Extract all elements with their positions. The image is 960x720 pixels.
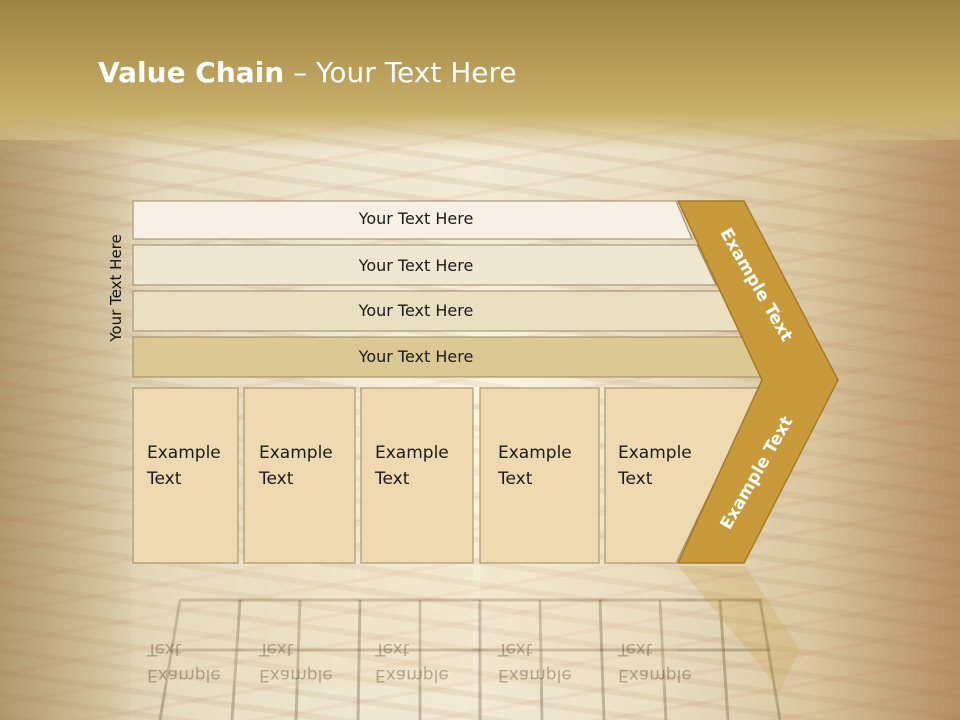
column-reflection-1-line1: Example: [147, 665, 221, 685]
column-box-5: [604, 387, 761, 564]
left-shelf-blur: [0, 140, 130, 720]
column-reflection-4-line2: Text: [498, 639, 533, 659]
column-reflection-2-line2: Text: [259, 639, 294, 659]
column-label-5-line2: Text: [618, 469, 653, 489]
chevron-arrow: [676, 200, 839, 564]
column-reflection-3-line1: Example: [375, 665, 449, 685]
right-shelf-blur: [820, 140, 960, 720]
column-box-1: [132, 387, 239, 564]
title-bold: Value Chain: [98, 56, 285, 89]
title-rest: – Your Text Here: [284, 56, 517, 89]
row-label-1: Your Text Here: [358, 209, 474, 228]
diagram-reflection: [133, 566, 800, 690]
column-label-5-line1: Example: [618, 443, 692, 463]
column-label-4-line2: Text: [498, 469, 533, 489]
column-label-2: Example Text: [259, 440, 333, 492]
column-label-2-line1: Example: [259, 443, 333, 463]
column-reflection-1: Example Text: [147, 636, 221, 688]
column-label-4-line1: Example: [498, 443, 572, 463]
column-box-4: [479, 387, 600, 564]
column-reflection-5-line1: Example: [618, 665, 692, 685]
column-label-3: Example Text: [375, 440, 449, 492]
column-box-3: [360, 387, 474, 564]
column-label-5: Example Text: [618, 440, 692, 492]
column-reflection-1-line2: Text: [147, 639, 182, 659]
row-label-3: Your Text Here: [358, 301, 474, 320]
column-label-3-line2: Text: [375, 469, 410, 489]
column-label-2-line2: Text: [259, 469, 294, 489]
row-bar-2: [132, 244, 717, 286]
column-label-1-line1: Example: [147, 443, 221, 463]
column-reflection-3-line2: Text: [375, 639, 410, 659]
column-label-3-line1: Example: [375, 443, 449, 463]
column-reflection-2: Example Text: [259, 636, 333, 688]
column-reflection-5-line2: Text: [618, 639, 653, 659]
column-box-2: [243, 387, 356, 564]
row-label-2: Your Text Here: [358, 256, 474, 275]
column-label-1-line2: Text: [147, 469, 182, 489]
column-reflection-5: Example Text: [618, 636, 692, 688]
column-reflection-4: Example Text: [498, 636, 572, 688]
row-bar-1: [132, 200, 693, 240]
slide-title: Value Chain – Your Text Here: [98, 56, 517, 89]
title-band: [0, 0, 960, 150]
column-label-1: Example Text: [147, 440, 221, 492]
row-label-4: Your Text Here: [358, 347, 474, 366]
column-reflection-4-line1: Example: [498, 665, 572, 685]
column-reflection-3: Example Text: [375, 636, 449, 688]
column-label-4: Example Text: [498, 440, 572, 492]
column-reflection-2-line1: Example: [259, 665, 333, 685]
